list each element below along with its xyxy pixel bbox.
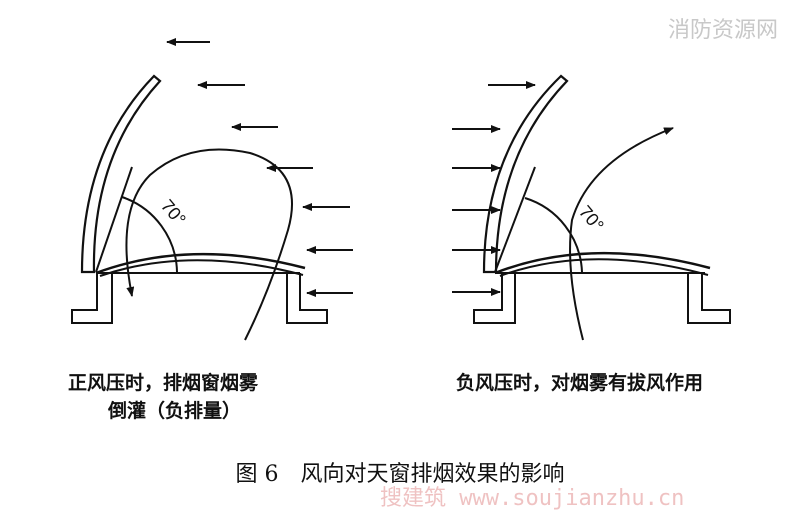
smoke-flow-arrow [125,148,293,341]
watermark-top: 消防资源网 [667,18,778,43]
left-pedestal [473,273,516,324]
lid [494,251,711,275]
angle-arc [524,197,583,273]
right-angle-label: 70° [575,202,608,236]
left-caption-line2: 倒灌（负排量） [108,400,242,422]
left-pedestal [71,273,113,324]
figure-caption: 图 6 风向对天窗排烟效果的影响 [235,462,565,487]
smoke-flow-arrow [569,127,674,341]
open-flap [80,74,162,274]
angle-line [95,166,133,273]
right-skylight [452,74,731,341]
right-caption: 负风压时，对烟雾有拔风作用 [456,372,704,394]
left-caption-line1: 正风压时，排烟窗烟雾 [68,372,259,394]
open-flap [482,74,569,274]
right-pedestal [687,273,731,324]
lid-inner [499,258,709,277]
wind-arrows-left [166,38,353,297]
watermark-bottom: 搜建筑 www.soujianzhu.cn [380,486,685,511]
right-pedestal [286,273,328,324]
angle-line [494,166,536,273]
left-skylight [71,38,353,341]
wind-arrows-right [452,81,536,296]
left-angle-label: 70° [157,196,190,230]
